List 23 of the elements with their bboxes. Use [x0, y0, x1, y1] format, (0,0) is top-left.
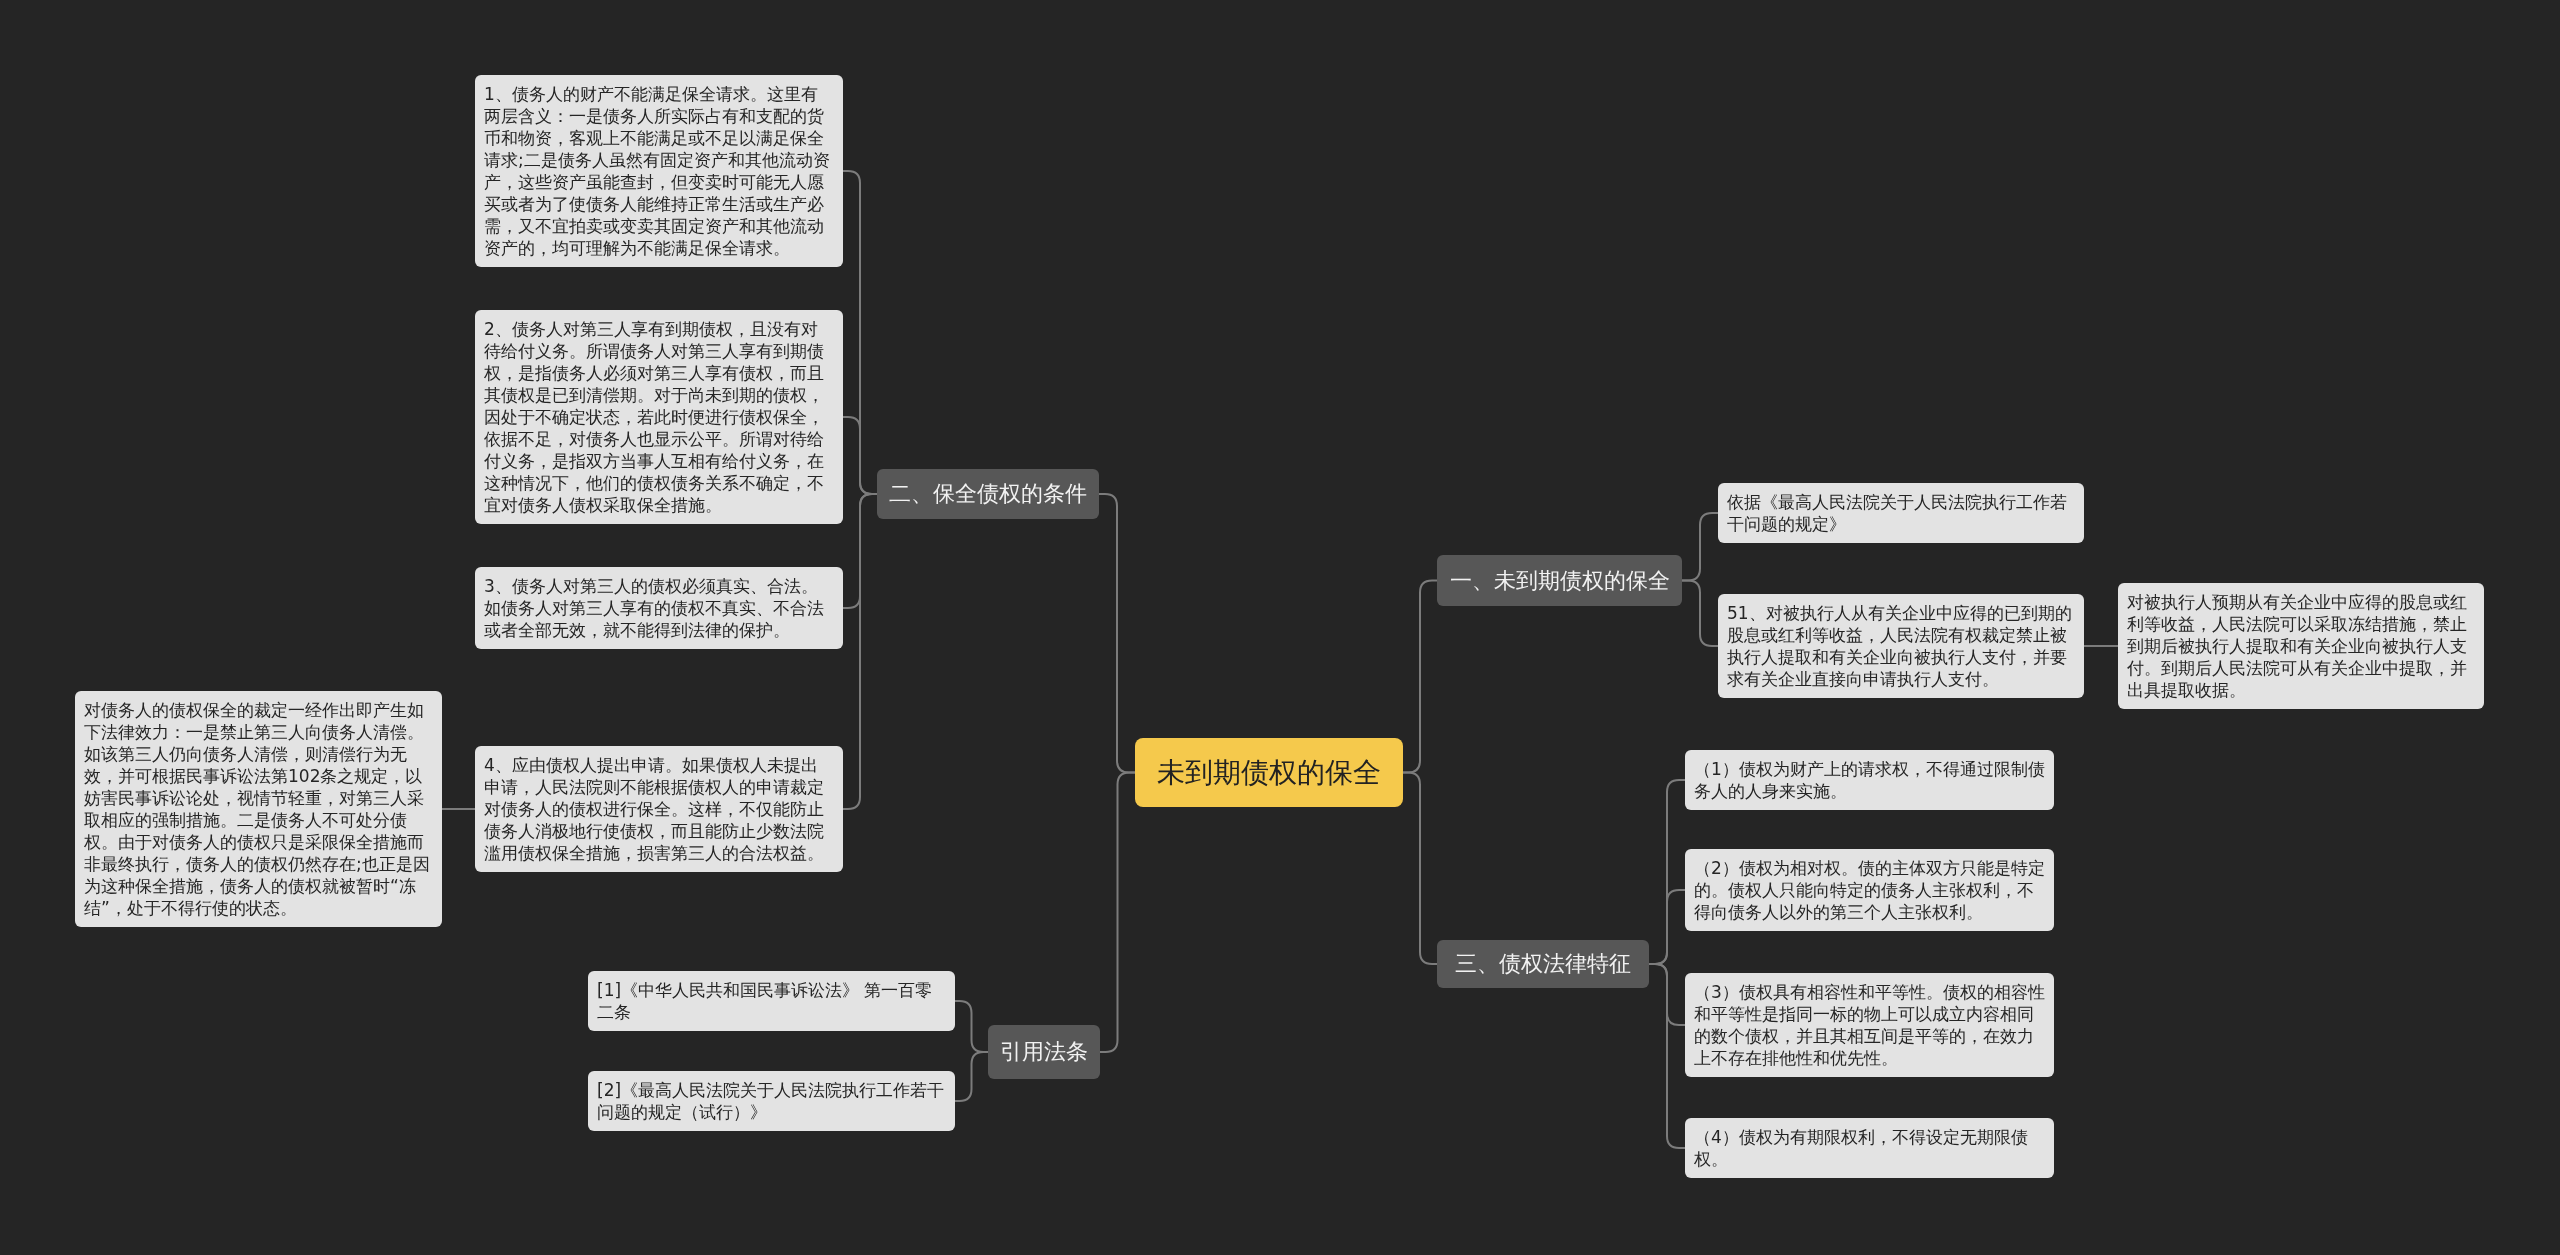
- note-box: [1]《中华人民共和国民事诉讼法》 第一百零二条: [588, 971, 955, 1031]
- note-box: （3）债权具有相容性和平等性。债权的相容性和平等性是指同一标的物上可以成立内容相同的数个债权，并且其相互间是平等的，在效力上不存在排他性和优先性。: [1685, 973, 2054, 1077]
- central-topic: 未到期债权的保全: [1135, 738, 1403, 807]
- note-box: 对被执行人预期从有关企业中应得的股息或红利等收益，人民法院可以采取冻结措施，禁止到期后被执行人提取和有关企业向被执行人支付。到期后人民法院可从有关企业中提取，并出具提取收据。: [2118, 583, 2484, 709]
- note-box: 2、债务人对第三人享有到期债权，且没有对待给付义务。所谓债务人对第三人享有到期债权，是指债务人必须对第三人享有债权，而且其债权是已到清偿期。对于尚未到期的债权，因处于不确定状态，若此时便进行债权保全，依据不足，对债务人也显示公平。所谓对待给付义务，是指双方当事人互相有给付义务，在这种情况下，他们的债权债务关系不确定，不宜对债务人债权采取保全措施。: [475, 310, 843, 524]
- connector-line: [441, 808, 476, 810]
- branch-topic: 二、保全债权的条件: [877, 469, 1099, 519]
- note-box: 对债务人的债权保全的裁定一经作出即产生如下法律效力：一是禁止第三人向债务人清偿。如该第三人仍向债务人清偿，则清偿行为无效，并可根据民事诉讼法第102条之规定，以妨害民事诉讼论处，视情节轻重，对第三人采取相应的强制措施。二是债务人不可处分债权。由于对债务人的债权只是采限保全措施而非最终执行，债务人的债权仍然存在;也正是因为这种保全措施，债务人的债权就被暂时“冻结”，处于不得行使的状态。: [75, 691, 442, 927]
- note-box: （4）债权为有期限权利，不得设定无期限债权。: [1685, 1118, 2054, 1178]
- note-box: 51、对被执行人从有关企业中应得的已到期的股息或红利等收益，人民法院有权裁定禁止被执行人提取和有关企业向被执行人支付，并要求有关企业直接向申请执行人支付。: [1718, 594, 2084, 698]
- note-box: 4、应由债权人提出申请。如果债权人未提出申请，人民法院则不能根据债权人的申请裁定对债务人的债权进行保全。这样，不仅能防止债务人消极地行使债权，而且能防止少数法院滥用债权保全措施，损害第三人的合法权益。: [475, 746, 843, 872]
- note-box: [2]《最高人民法院关于人民法院执行工作若干问题的规定（试行）》: [588, 1071, 955, 1131]
- note-box: 依据《最高人民法院关于人民法院执行工作若干问题的规定》: [1718, 483, 2084, 543]
- branch-topic: 三、债权法律特征: [1437, 940, 1649, 988]
- note-box: （2）债权为相对权。债的主体双方只能是特定的。债权人只能向特定的债务人主张权利，不得向债务人以外的第三个人主张权利。: [1685, 849, 2054, 931]
- connector-line: [2083, 645, 2119, 647]
- branch-topic: 一、未到期债权的保全: [1437, 555, 1682, 606]
- note-box: 3、债务人对第三人的债权必须真实、合法。如债务人对第三人享有的债权不真实、不合法或者全部无效，就不能得到法律的保护。: [475, 567, 843, 649]
- connector-line: [954, 1051, 989, 1102]
- note-box: 1、债务人的财产不能满足保全请求。这里有两层含义：一是债务人所实际占有和支配的货币和物资，客观上不能满足或不足以满足保全请求;二是债务人虽然有固定资产和其他流动资产，这些资产虽能查封，但变卖时可能无人愿买或者为了使债务人能维持正常生活或生产必需，又不宜拍卖或变卖其固定资产和其他流动资产的，均可理解为不能满足保全请求。: [475, 75, 843, 267]
- note-box: （1）债权为财产上的请求权，不得通过限制债务人的人身来实施。: [1685, 750, 2054, 810]
- branch-topic: 引用法条: [988, 1025, 1100, 1079]
- connector-line: [842, 493, 878, 810]
